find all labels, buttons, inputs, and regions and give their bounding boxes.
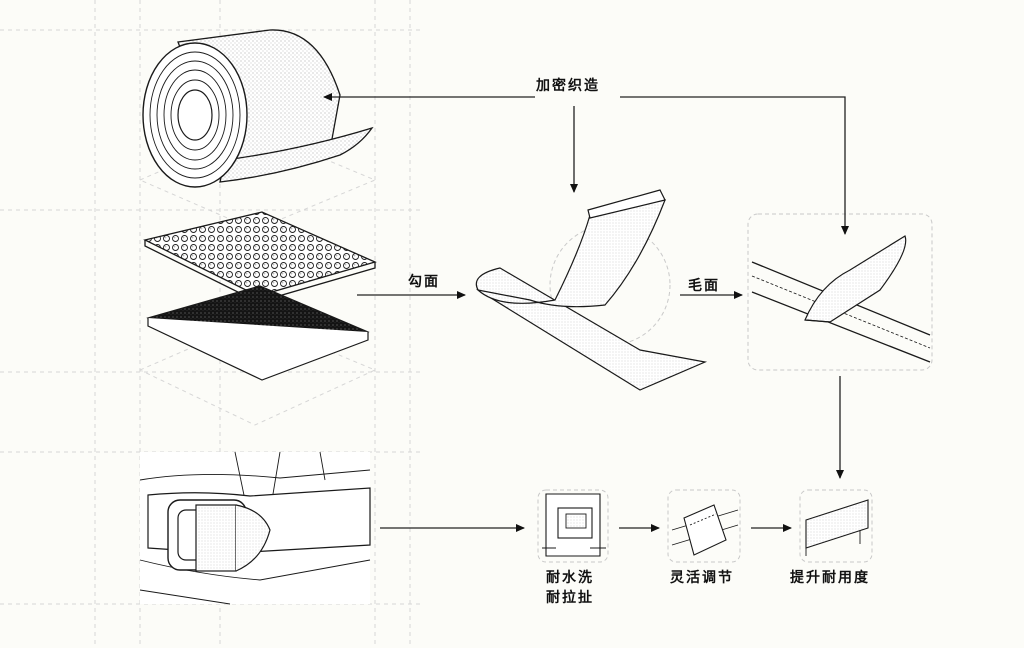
wash-resist-label-line2: 耐拉扯: [546, 590, 594, 606]
pocket-icon: [542, 493, 606, 557]
sewn-strap-illustration: [751, 235, 931, 363]
dense-weave-label: 加密织造: [536, 78, 600, 94]
durable-strip-icon: [805, 499, 869, 556]
durability-label: 提升耐用度: [790, 570, 870, 586]
sewn-strap-frame: [747, 213, 933, 371]
hook-side-label: 勾面: [408, 274, 440, 290]
tape-roll-illustration: [142, 29, 374, 188]
loop-pad-illustration: [146, 285, 370, 381]
loop-side-label: 毛面: [688, 278, 720, 294]
flexible-adjust-label: 灵活调节: [670, 570, 734, 586]
buckle-belt-illustration: [139, 451, 371, 605]
flow-arrows: [323, 93, 849, 532]
wash-resist-label-line1: 耐水洗: [546, 570, 594, 586]
folded-strap-illustration: [475, 189, 708, 391]
adjust-strap-icon: [671, 504, 739, 556]
